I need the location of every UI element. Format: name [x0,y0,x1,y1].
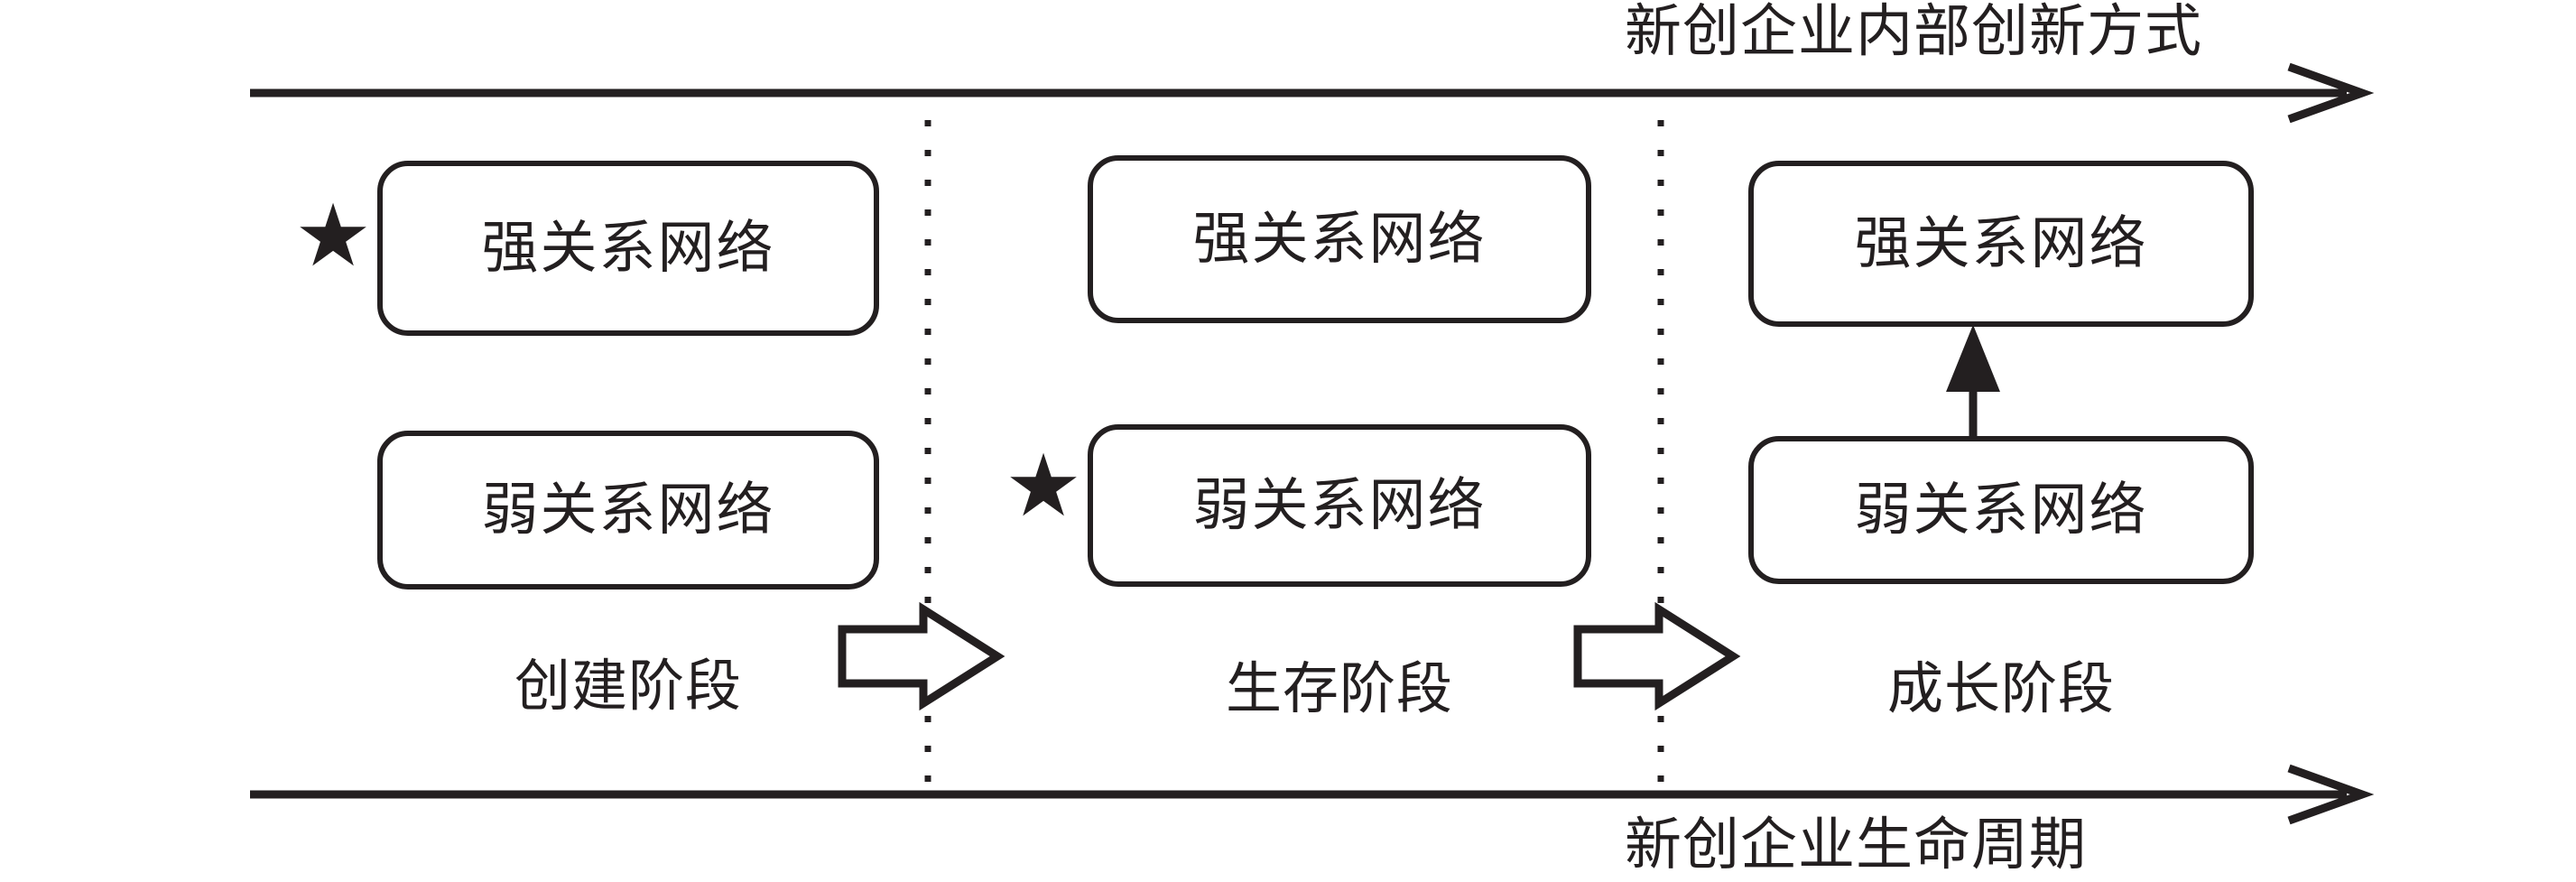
node-box-stage-2-weak[interactable]: 弱关系网络 [1088,424,1591,587]
axis-top-label: 新创企业内部创新方式 [1625,0,2202,63]
node-label-stage-2-weak: 弱关系网络 [1192,473,1487,537]
node-label-stage-1-strong: 强关系网络 [481,216,775,280]
node-label-stage-3-strong: 强关系网络 [1854,211,2148,275]
node-box-stage-2-strong[interactable]: 强关系网络 [1088,155,1591,323]
axis-bottom-arrow [250,764,2375,825]
stage-label-2: 生存阶段 [1225,659,1453,720]
node-box-stage-3-strong[interactable]: 强关系网络 [1748,161,2254,327]
transition-block-arrow-1 [838,601,1005,711]
stage-label-1: 创建阶段 [514,656,742,718]
stage-2-weak-star-icon: ★ [1005,435,1083,536]
axis-top-arrow [250,62,2375,124]
node-label-stage-2-strong: 强关系网络 [1192,207,1487,271]
node-label-stage-3-weak: 弱关系网络 [1854,478,2148,542]
stage-1-strong-star-icon: ★ [294,185,373,286]
stage-label-3: 成长阶段 [1886,659,2115,720]
axis-bottom-label: 新创企业生命周期 [1625,813,2087,877]
transition-block-arrow-2 [1573,601,1741,711]
node-label-stage-1-weak: 弱关系网络 [481,478,775,542]
node-box-stage-1-weak[interactable]: 弱关系网络 [377,431,879,590]
node-box-stage-3-weak[interactable]: 弱关系网络 [1748,436,2254,584]
node-box-stage-1-strong[interactable]: 强关系网络 [377,161,879,336]
